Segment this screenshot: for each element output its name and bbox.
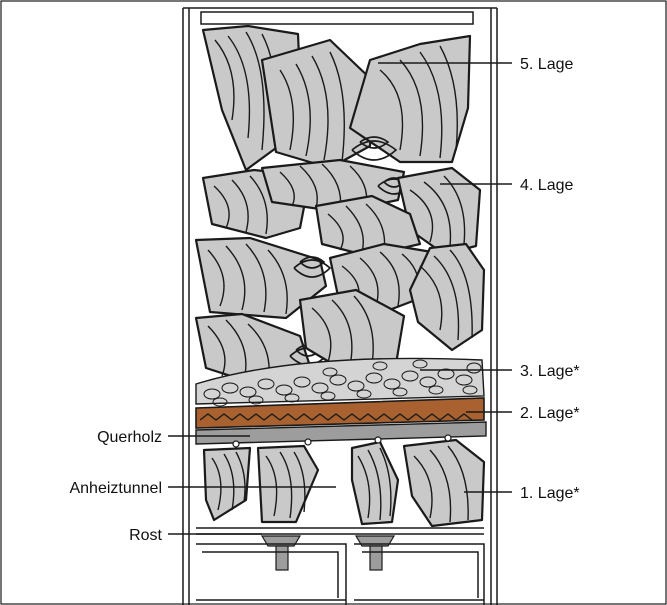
layer-1-logs xyxy=(204,435,484,526)
label-lage3: 3. Lage* xyxy=(520,363,580,380)
label-rost: Rost xyxy=(129,527,162,544)
label-lage5: 5. Lage xyxy=(520,56,573,73)
grate xyxy=(196,528,484,605)
label-lage1: 1. Lage* xyxy=(520,485,580,502)
label-querholz: Querholz xyxy=(97,429,162,446)
log xyxy=(404,440,484,526)
layer-5-logs xyxy=(203,26,470,170)
label-lage4: 4. Lage xyxy=(520,177,573,194)
label-lage2: 2. Lage* xyxy=(520,405,580,422)
log xyxy=(352,442,398,524)
label-anheiztunnel: Anheiztunnel xyxy=(69,480,162,497)
